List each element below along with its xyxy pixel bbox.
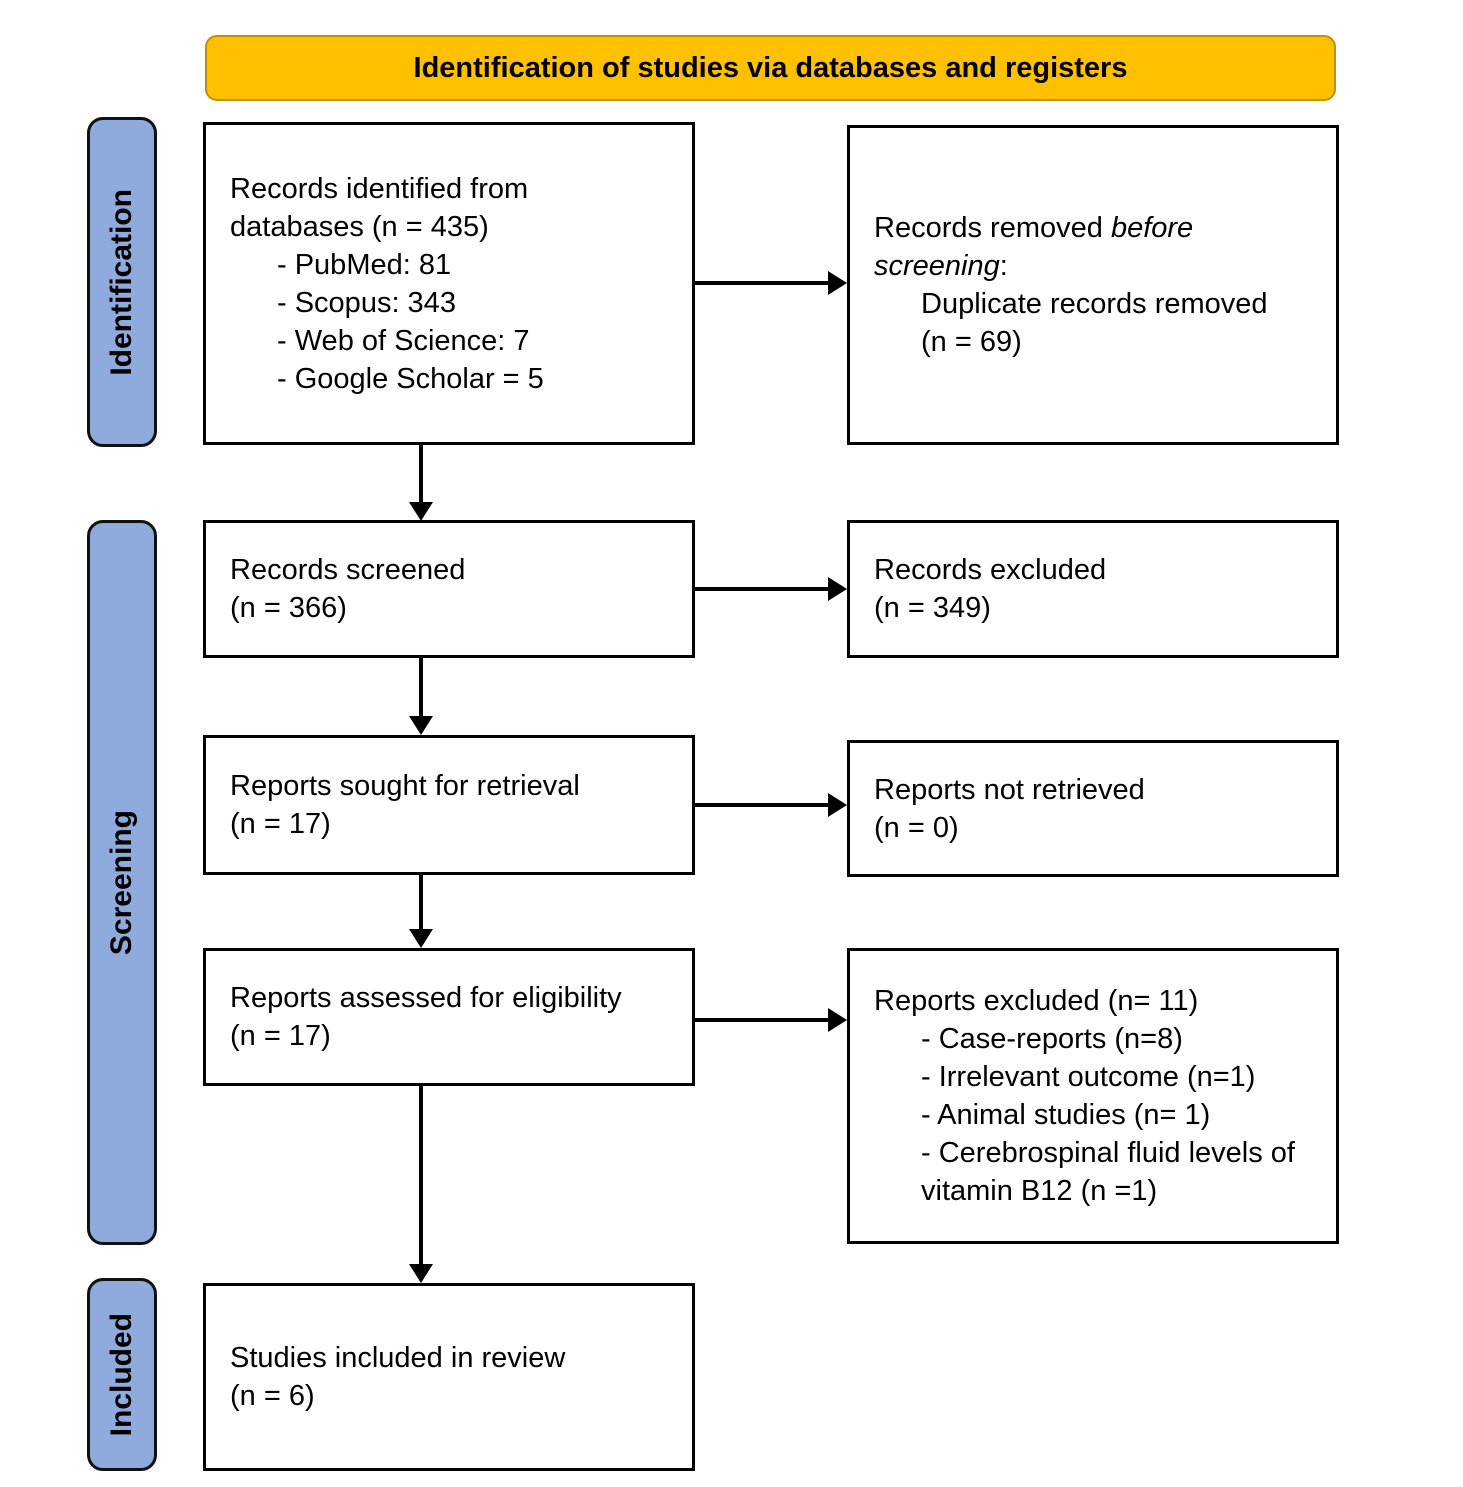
flow-box-records-screened: Records screened (n = 366) <box>203 520 695 658</box>
studies-included-line: (n = 6) <box>230 1380 315 1412</box>
arrow-screened-to-sought-head <box>409 716 433 735</box>
flow-box-reports-excluded: Reports excluded (n= 11) - Case-reports … <box>847 948 1339 1244</box>
records-removed-line: Records removed before <box>874 209 1312 247</box>
arrow-identified-to-removed-line <box>695 281 828 285</box>
reports-not-retrieved-line: Reports not retrieved <box>874 773 1145 806</box>
records-identified-line: databases (n = 435) <box>230 210 489 243</box>
stage-label-included-text: Included <box>105 1312 138 1437</box>
records-removed-detail: (n = 69) <box>921 326 1022 358</box>
stage-label-included: Included <box>87 1278 157 1471</box>
arrow-assessed-to-included-line <box>419 1086 423 1264</box>
records-removed-italic: screening <box>874 250 1000 282</box>
stage-label-identification: Identification <box>87 117 157 447</box>
stage-label-identification-text: Identification <box>105 188 138 376</box>
reports-sought-line: Reports sought for retrieval <box>230 770 580 802</box>
flow-box-reports-sought: Reports sought for retrieval (n = 17) <box>203 735 695 875</box>
arrow-identified-to-removed-head <box>828 271 847 295</box>
reports-assessed-line: (n = 17) <box>230 1020 331 1052</box>
records-screened-line: (n = 366) <box>230 592 347 624</box>
title-banner-label: Identification of studies via databases … <box>413 51 1128 84</box>
arrow-screened-to-excluded-line <box>695 587 828 591</box>
arrow-identified-to-screened-line <box>419 445 423 502</box>
records-identified-bullet: - PubMed: 81 <box>277 248 452 281</box>
stage-label-screening: Screening <box>87 520 157 1245</box>
reports-excluded-bullet: - Cerebrospinal fluid levels of <box>921 1137 1295 1169</box>
flow-box-reports-not-retrieved: Reports not retrieved (n = 0) <box>847 740 1339 877</box>
title-banner: Identification of studies via databases … <box>205 35 1336 101</box>
records-excluded-line: Records excluded <box>874 554 1107 586</box>
reports-excluded-title: Reports excluded (n= 11) <box>874 985 1199 1017</box>
reports-excluded-bullet: - Irrelevant outcome (n=1) <box>921 1061 1256 1093</box>
stage-label-screening-text: Screening <box>105 809 138 956</box>
reports-assessed-line: Reports assessed for eligibility <box>230 982 622 1014</box>
arrow-sought-to-assessed-line <box>419 875 423 929</box>
records-removed-line: screening: <box>874 247 1312 285</box>
arrow-assessed-to-included-head <box>409 1264 433 1283</box>
arrow-sought-to-assessed-head <box>409 929 433 948</box>
reports-not-retrieved-line: (n = 0) <box>874 811 959 844</box>
records-identified-bullet: - Scopus: 343 <box>277 286 456 319</box>
arrow-assessed-to-reportsexcluded-head <box>828 1008 847 1032</box>
flow-box-records-excluded: Records excluded (n = 349) <box>847 520 1339 658</box>
records-identified-line: Records identified from <box>230 172 529 205</box>
studies-included-line: Studies included in review <box>230 1342 566 1374</box>
records-removed-text: : <box>999 250 1008 282</box>
flow-box-reports-assessed: Reports assessed for eligibility (n = 17… <box>203 948 695 1086</box>
records-identified-bullet: - Google Scholar = 5 <box>277 362 544 395</box>
records-screened-line: Records screened <box>230 554 466 586</box>
records-removed-italic: before <box>1110 212 1194 244</box>
flow-box-records-removed: Records removed before screening: Duplic… <box>847 125 1339 445</box>
arrow-screened-to-excluded-head <box>828 577 847 601</box>
flow-box-records-identified: Records identified from databases (n = 4… <box>203 122 695 445</box>
records-excluded-line: (n = 349) <box>874 592 991 624</box>
records-removed-detail: Duplicate records removed <box>921 288 1268 320</box>
arrow-sought-to-notretrieved-line <box>695 803 828 807</box>
arrow-screened-to-sought-line <box>419 658 423 716</box>
flow-box-studies-included: Studies included in review (n = 6) <box>203 1283 695 1471</box>
arrow-sought-to-notretrieved-head <box>828 793 847 817</box>
arrow-assessed-to-reportsexcluded-line <box>695 1018 828 1022</box>
records-identified-bullet: - Web of Science: 7 <box>277 324 530 357</box>
reports-excluded-bullet: - Animal studies (n= 1) <box>921 1099 1211 1131</box>
reports-excluded-bullet: vitamin B12 (n =1) <box>921 1175 1158 1207</box>
reports-excluded-bullet: - Case-reports (n=8) <box>921 1023 1183 1055</box>
arrow-identified-to-screened-head <box>409 502 433 521</box>
reports-sought-line: (n = 17) <box>230 808 331 840</box>
records-removed-text: Records removed <box>874 212 1103 244</box>
